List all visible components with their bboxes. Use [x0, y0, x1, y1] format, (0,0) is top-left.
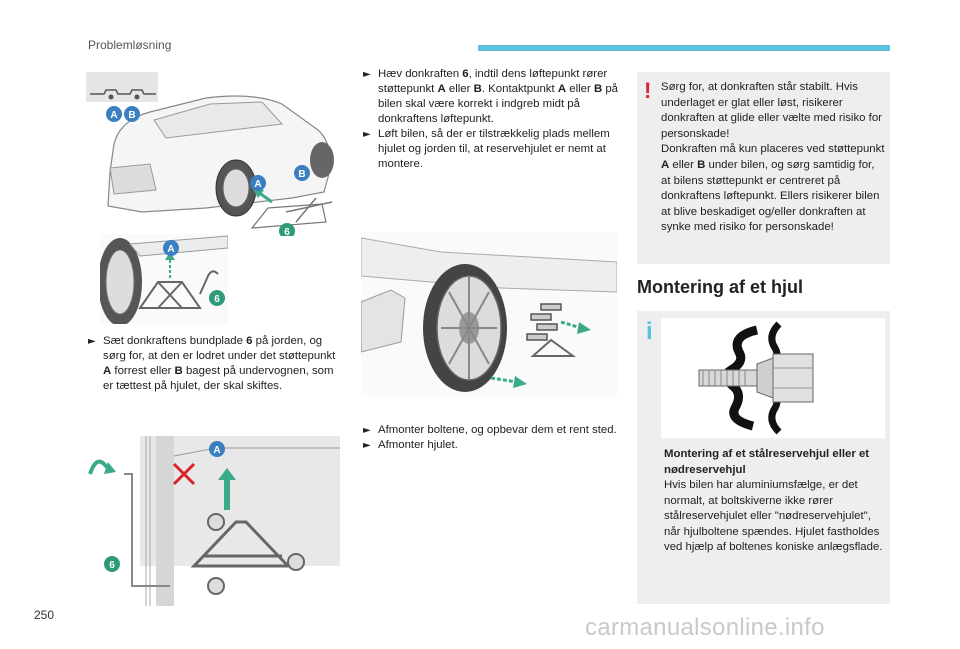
warning-icon: ! — [644, 78, 652, 103]
instruction-raise-jack: ► Hæv donkraften 6, indtil dens løftepun… — [363, 68, 619, 170]
figure1-label-6: 6 — [284, 227, 290, 236]
figure2-label-a: A — [167, 244, 174, 255]
figure-wheel-bolt — [661, 318, 885, 438]
instruction-remove-bolts: ► Afmonter boltene, og opbevar dem et re… — [363, 424, 617, 451]
info-text: Hvis bilen har aluminiumsfælge, er det n… — [664, 479, 883, 554]
bullet-arrow-icon: ► — [363, 425, 371, 436]
bullet-arrow-icon: ► — [363, 440, 371, 451]
figure3-label-6: 6 — [109, 560, 115, 571]
instruction-lift-car: Løft bilen, så der er tilstrækkelig plad… — [378, 128, 610, 170]
info-title: Montering af et stålreservehjul eller et… — [664, 448, 870, 476]
bullet-arrow-icon: ► — [363, 129, 371, 140]
bullet-arrow-icon: ► — [88, 336, 96, 347]
figure1-label-b: B — [128, 110, 135, 121]
figure3-label-a: A — [213, 445, 220, 456]
figure-car-support-points: A B A B 6 — [86, 72, 342, 239]
figure-wheel-removal — [360, 232, 618, 396]
figure2-label-6: 6 — [214, 294, 220, 305]
figure1-label-a2: A — [254, 179, 261, 190]
figure1-label-b2: B — [298, 169, 305, 180]
page-number: 250 — [34, 608, 55, 622]
watermark: carmanualsonline.info — [585, 614, 825, 641]
section-title: Montering af et hjul — [637, 277, 803, 297]
header-accent-bar — [478, 45, 890, 51]
figure1-label-a: A — [110, 110, 117, 121]
warning-text: Sørg for, at donkraften står stabilt. Hv… — [661, 81, 885, 234]
instruction-remove-wheel: Afmonter hjulet. — [378, 439, 458, 451]
section-header: Problemløsning — [88, 38, 172, 52]
warning-box — [637, 72, 890, 264]
bullet-arrow-icon: ► — [363, 69, 371, 80]
figure-jack-positioning: A 6 — [98, 234, 229, 326]
figure-jack-detail: A 6 — [86, 436, 340, 606]
info-icon: i — [646, 318, 653, 345]
instruction-place-jack: ► Sæt donkraftens bundplade 6 på jorden,… — [88, 335, 336, 392]
